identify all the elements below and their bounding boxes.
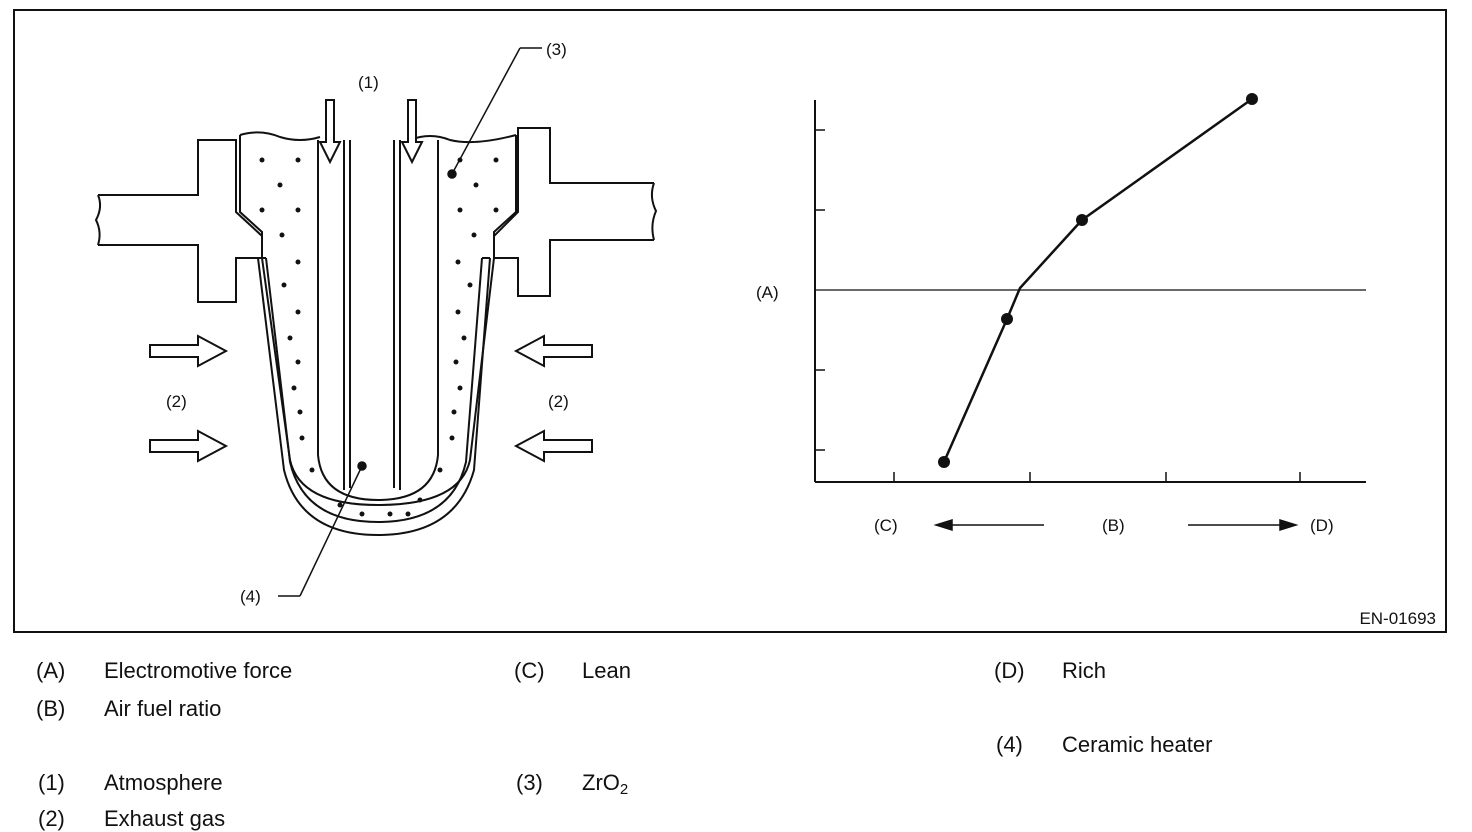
curve-point bbox=[1246, 93, 1258, 105]
legend-text-zro2: ZrO2 bbox=[582, 770, 628, 798]
xaxis-arrows bbox=[933, 518, 1299, 532]
graph-rich-label: (D) bbox=[1310, 516, 1334, 535]
callout-exhaust-left: (2) bbox=[166, 392, 187, 411]
zro2-dots bbox=[259, 157, 499, 517]
legend-key: (3) bbox=[516, 770, 543, 795]
outer-layer bbox=[257, 257, 491, 537]
emf-graph bbox=[814, 97, 1366, 483]
housing-right bbox=[493, 127, 654, 297]
atmosphere-chamber bbox=[317, 140, 439, 502]
zro2-subscript: 2 bbox=[619, 781, 629, 798]
legend-key: (1) bbox=[38, 770, 65, 795]
exhaust-arrows bbox=[149, 334, 593, 463]
legend-key: (A) bbox=[36, 658, 66, 683]
legend-text: Atmosphere bbox=[104, 770, 223, 795]
callout-atmosphere: (1) bbox=[358, 73, 379, 92]
callout-zro2: (3) bbox=[546, 40, 567, 59]
legend-text: Air fuel ratio bbox=[104, 696, 222, 721]
sensor-cross-section bbox=[94, 127, 658, 537]
curve-point bbox=[938, 456, 950, 468]
legend-key: (C) bbox=[514, 658, 545, 683]
housing-left bbox=[98, 139, 263, 303]
legend-text: Rich bbox=[1062, 658, 1107, 683]
ceramic-heater bbox=[343, 140, 401, 490]
legend-text: Lean bbox=[582, 658, 631, 683]
curve-point bbox=[1076, 214, 1088, 226]
atmosphere-arrows bbox=[318, 99, 424, 165]
legend-text: Electromotive force bbox=[104, 658, 293, 683]
legend-key: (B) bbox=[36, 696, 66, 721]
emf-curve bbox=[942, 97, 1253, 463]
curve-point bbox=[1001, 313, 1013, 325]
callout-exhaust-right: (2) bbox=[548, 392, 569, 411]
legend-key: (D) bbox=[994, 658, 1025, 683]
legend-key: (2) bbox=[38, 806, 65, 831]
graph-y-label: (A) bbox=[756, 283, 779, 302]
figure-frame bbox=[13, 9, 1447, 633]
legend-text: Ceramic heater bbox=[1062, 732, 1213, 757]
emf-curve-points bbox=[938, 93, 1258, 468]
graph-x-label: (B) bbox=[1102, 516, 1125, 535]
leader-lines bbox=[278, 47, 542, 597]
figure-code: EN-01693 bbox=[1359, 609, 1436, 628]
legend-key: (4) bbox=[996, 732, 1023, 757]
zro2-base: ZrO bbox=[582, 770, 620, 795]
graph-lean-label: (C) bbox=[874, 516, 898, 535]
callout-heater: (4) bbox=[240, 587, 261, 606]
legend-text: Exhaust gas bbox=[104, 806, 226, 831]
